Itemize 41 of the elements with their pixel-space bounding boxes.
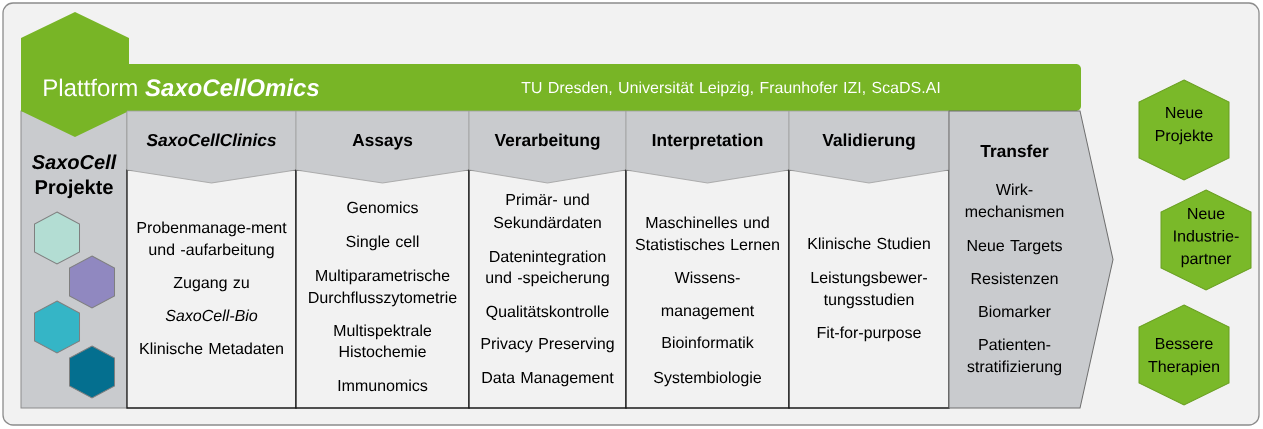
hexagon: Neue Projekte	[1138, 79, 1230, 181]
list-item: Genomics	[347, 201, 418, 214]
list-item: Single cell	[346, 235, 419, 251]
column-heading: Transfer	[980, 144, 1049, 158]
column-heading: SaxoCell Projekte	[32, 154, 117, 199]
column-header: Assays	[295, 110, 470, 184]
list-item: Resistenzen	[971, 272, 1058, 285]
column-header: Interpretation	[625, 110, 790, 184]
list-item: Data Management	[482, 372, 614, 387]
list-item: Multiparametrische Durchflusszytometrie	[309, 269, 457, 307]
list-item: Multispektrale Histochemie	[334, 324, 432, 358]
column-header: SaxoCellClinics	[126, 110, 297, 184]
list-item: Klinische Metadaten	[140, 342, 283, 355]
list-item: Biomarker	[979, 305, 1051, 318]
list-item: Bioinformatik	[662, 336, 754, 349]
hexagon	[69, 255, 115, 309]
list-item: Leistungsbewer- tungsstudien	[811, 271, 927, 309]
list-item: Immunomics	[338, 379, 428, 392]
list-item: Maschinelles und Statistisches Lernen	[635, 216, 779, 251]
hexagon: Bessere Therapien	[1138, 304, 1230, 406]
column-header: Verarbeitung	[468, 110, 627, 184]
list-item: Primär- und Sekundärdaten	[493, 193, 601, 229]
list-item: Privacy Preserving	[481, 337, 614, 353]
hexagon	[34, 211, 80, 265]
subtitle: TU Dresden, Universität Leipzig, Fraunhofer IZI, ScaDS.AI	[521, 81, 940, 97]
list-item: Datenintegration und -speicherung	[486, 250, 609, 287]
list-item: Patienten- stratifizierung	[967, 338, 1062, 376]
hexagon	[34, 300, 80, 354]
list-item: Neue Targets	[967, 240, 1062, 255]
hexagon	[69, 345, 115, 399]
hexagon: Neue Industrie- partner	[1160, 189, 1252, 291]
list-item: Qualitätskontrolle	[486, 305, 609, 321]
list-item: Wissens- management	[661, 271, 755, 320]
list-item: Klinische Studien	[808, 237, 930, 250]
column-header: Validierung	[788, 110, 950, 184]
list-item: Wirk- mechanismen	[965, 183, 1064, 218]
title: Plattform SaxoCellOmics	[44, 78, 319, 97]
list-item: Zugang zu SaxoCell-Bio	[165, 277, 258, 322]
list-item: Probenmanage-ment und -aufarbeitung	[137, 221, 287, 259]
list-item: Systembiologie	[654, 371, 761, 387]
list-item: Fit-for-purpose	[817, 326, 921, 342]
